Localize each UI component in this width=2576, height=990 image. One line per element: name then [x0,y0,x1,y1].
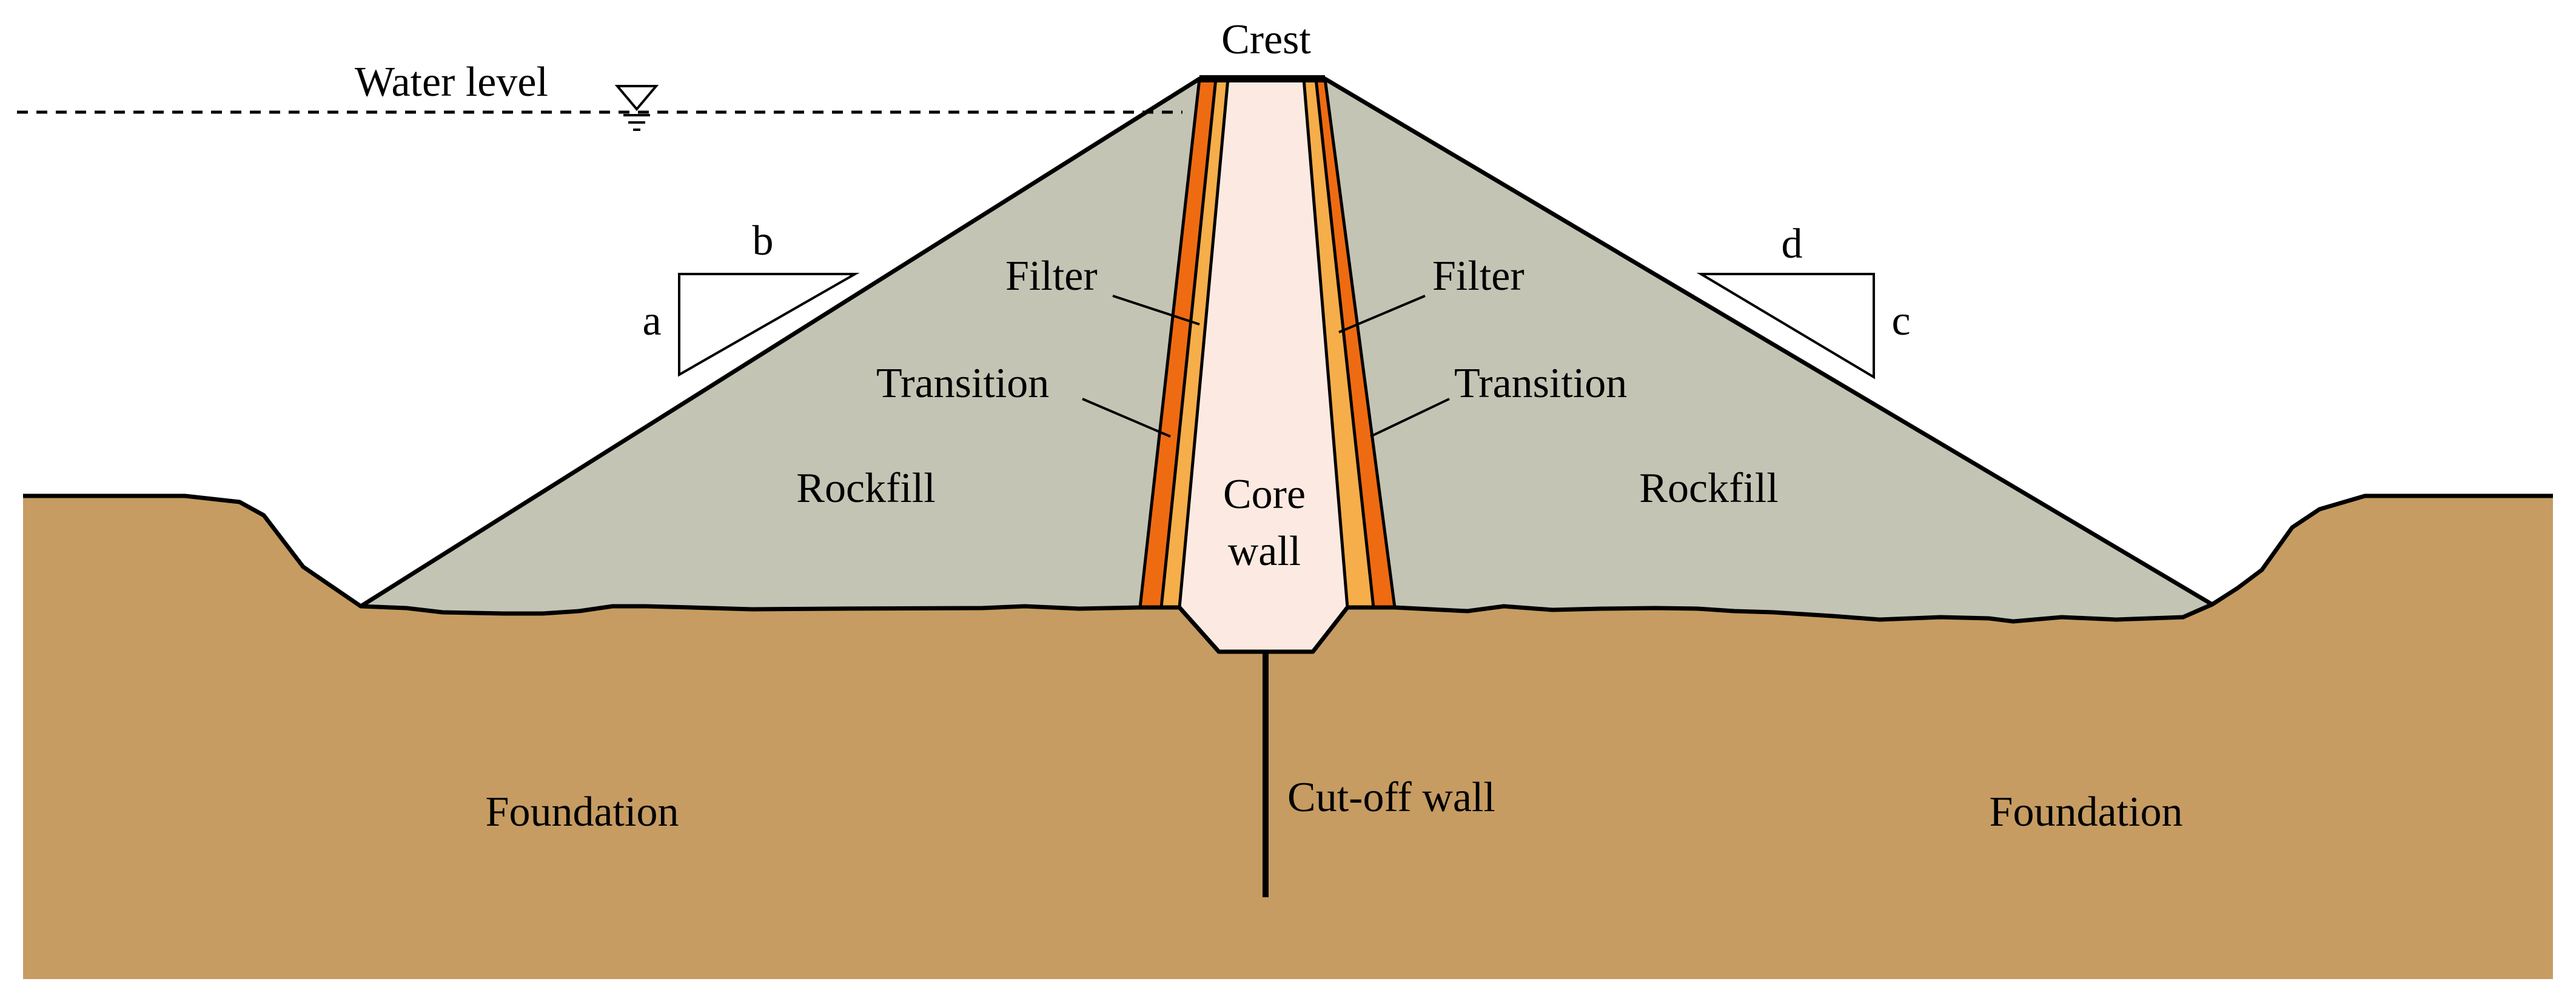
rockfill-label-right: Rockfill [1639,465,1778,512]
zone-boundaries [1138,78,1397,608]
cutoff-wall-label: Cut-off wall [1287,774,1495,821]
slope-triangle-left [678,273,860,377]
leader-lines [1082,295,1450,438]
filter-label-right: Filter [1432,253,1524,299]
transition-right [1316,79,1395,607]
rockfill-label-left: Rockfill [796,465,935,512]
transition-label-right: Transition [1454,360,1627,407]
core-wall [1179,79,1347,652]
filter-label-left: Filter [1005,253,1098,299]
slope-label-a: a [642,298,661,344]
foundation-ground [23,496,2553,979]
filter-right [1304,79,1374,607]
crest-label: Crest [1221,16,1311,63]
core-wall-label-line1: Core [1223,471,1306,518]
transition-left [1140,79,1216,607]
foundation-label-left: Foundation [486,789,679,835]
filter-left [1161,79,1228,607]
slope-label-b: b [753,218,774,264]
rockfill-right [1325,79,2212,621]
water-level-label: Water level [355,59,548,105]
slope-label-d: d [1782,221,1803,267]
core-wall-label-line2: wall [1228,528,1301,575]
transition-label-left: Transition [876,360,1049,407]
slope-label-c: c [1891,298,1910,344]
water-level-icon [614,85,659,131]
slope-triangle-right [1696,273,1875,380]
ground-surface-line [23,493,2553,654]
foundation-label-right: Foundation [1990,789,2183,835]
